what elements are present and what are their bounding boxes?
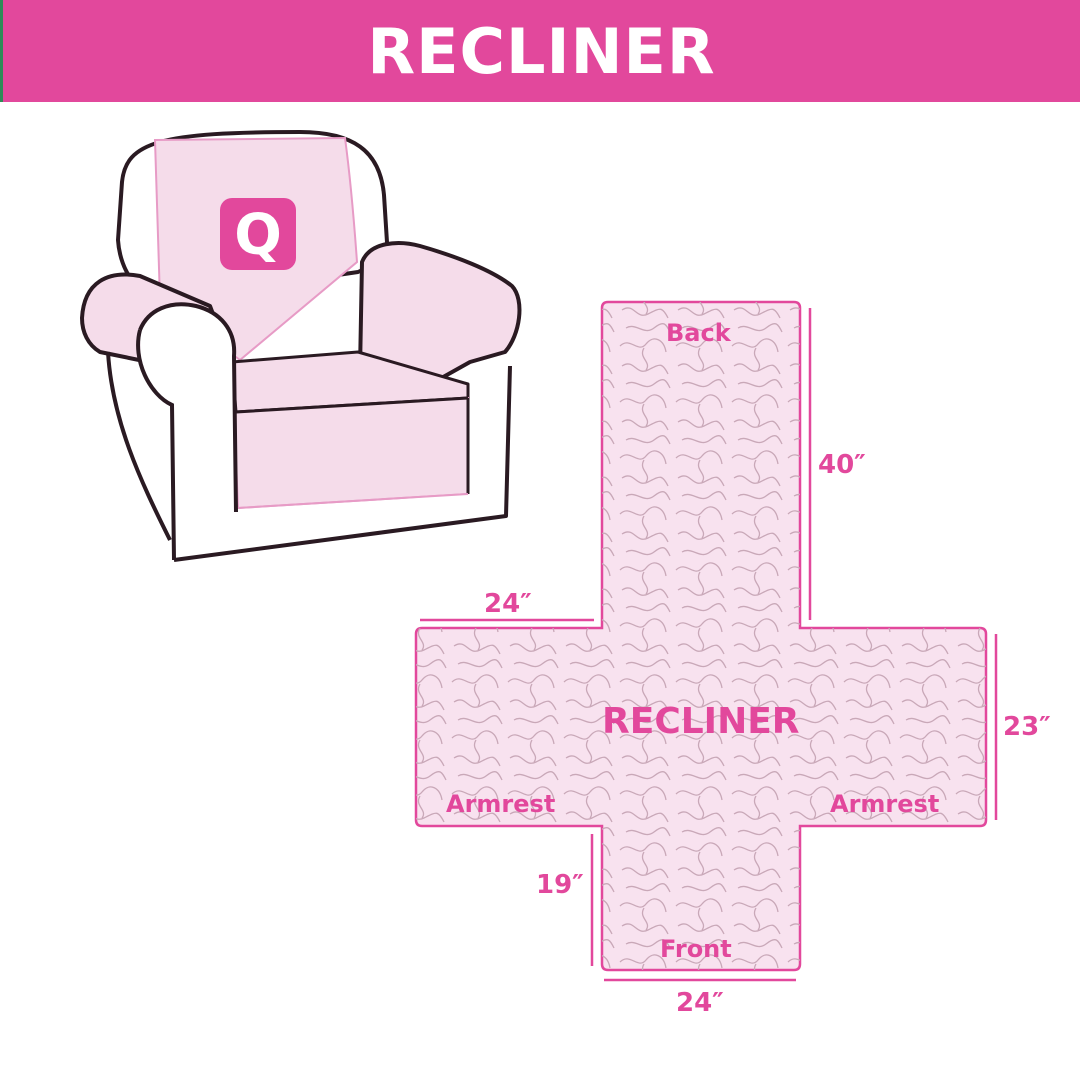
dimension-lines bbox=[420, 308, 998, 982]
cover-center-label: RECLINER bbox=[602, 701, 800, 742]
quilt-pattern bbox=[416, 302, 986, 970]
header-title: RECLINER bbox=[367, 14, 716, 88]
right-armrest-label: Armrest bbox=[830, 790, 940, 818]
chair-seat-front bbox=[232, 396, 469, 510]
header-banner: RECLINER bbox=[0, 0, 1080, 102]
dim-front-length: 19″ bbox=[536, 870, 584, 900]
dim-arm-height: 23″ bbox=[1003, 712, 1051, 742]
recliner-chair-illustration: Q bbox=[80, 130, 522, 562]
front-label: Front bbox=[660, 935, 732, 963]
dim-front-width: 24″ bbox=[676, 988, 724, 1018]
back-label: Back bbox=[666, 319, 731, 347]
dim-back-length: 40″ bbox=[818, 450, 866, 480]
chair-right-arm-top bbox=[358, 241, 522, 392]
brand-logo-letter: Q bbox=[234, 203, 282, 268]
left-armrest-label: Armrest bbox=[446, 790, 556, 818]
cover-layout bbox=[414, 300, 988, 972]
dim-arm-top-width: 24″ bbox=[484, 589, 532, 619]
brand-logo-box bbox=[220, 198, 296, 270]
